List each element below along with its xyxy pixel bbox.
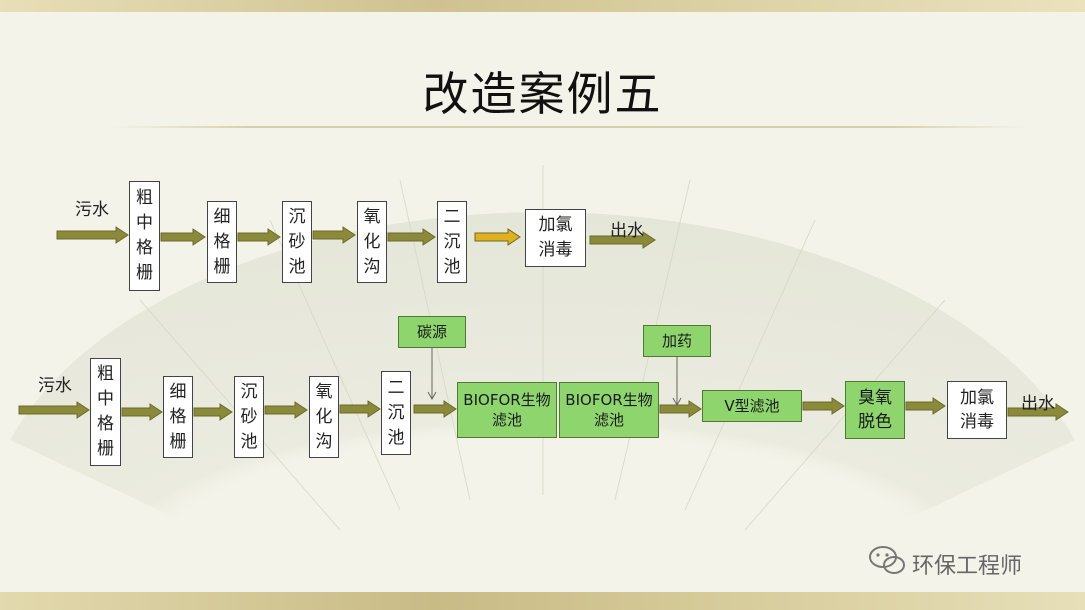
row1-secondary-clarifier: 二沉池 bbox=[437, 201, 467, 283]
arrow-r2-10 bbox=[1007, 403, 1069, 421]
arrow-r1-5 bbox=[387, 228, 436, 246]
row1-output-label: 出水 bbox=[610, 221, 644, 241]
top-border bbox=[0, 0, 1085, 12]
arrow-r1-1 bbox=[56, 226, 129, 244]
arrow-r1-7 bbox=[589, 231, 656, 249]
arrow-r2-8 bbox=[802, 397, 845, 415]
row1-chlorination: 加氯消毒 bbox=[525, 209, 586, 267]
arrow-r2-5 bbox=[339, 400, 381, 418]
row1-grit-chamber: 沉砂池 bbox=[282, 201, 312, 283]
row1-fine-screen: 细格栅 bbox=[207, 201, 237, 283]
row2-grit-chamber: 沉砂池 bbox=[234, 376, 264, 458]
row2-ozone-decolor: 臭氧脱色 bbox=[845, 381, 905, 439]
row1-coarse-screen: 粗中格栅 bbox=[129, 181, 160, 291]
arrow-r2-4 bbox=[264, 401, 308, 419]
page-title: 改造案例五 bbox=[422, 67, 663, 121]
chemical-dosing-label: 加药 bbox=[643, 325, 711, 357]
row2-fine-screen: 细格栅 bbox=[163, 376, 193, 458]
arrow-r1-4 bbox=[312, 226, 356, 244]
arrow-r2-7 bbox=[659, 400, 702, 418]
arrow-r2-6 bbox=[413, 400, 457, 418]
arrow-r2-3 bbox=[193, 403, 233, 421]
row1-input-label: 污水 bbox=[75, 200, 109, 220]
bottom-border bbox=[0, 592, 1085, 610]
arrow-r2-9 bbox=[905, 397, 946, 415]
arrow-r1-2 bbox=[160, 228, 206, 246]
arrow-chemical-dosing bbox=[672, 357, 682, 407]
wechat-icon bbox=[869, 546, 905, 574]
carbon-source-label: 碳源 bbox=[398, 316, 466, 348]
row2-v-filter: V型滤池 bbox=[702, 390, 802, 422]
row2-chlorination: 加氯消毒 bbox=[947, 381, 1007, 439]
row2-input-label: 污水 bbox=[38, 376, 72, 396]
arrow-r1-6 bbox=[474, 228, 521, 246]
arrow-carbon-source bbox=[427, 348, 437, 401]
row2-oxidation-ditch: 氧化沟 bbox=[309, 376, 339, 458]
title-divider bbox=[110, 126, 1030, 128]
row2-secondary-clarifier: 二沉池 bbox=[381, 371, 411, 455]
row2-output-label: 出水 bbox=[1021, 394, 1055, 414]
row2-coarse-screen: 粗中格栅 bbox=[90, 358, 121, 466]
row1-oxidation-ditch: 氧化沟 bbox=[357, 201, 387, 283]
row2-biofor-filter-2: BIOFOR生物滤池 bbox=[559, 382, 659, 438]
arrow-r1-3 bbox=[237, 228, 281, 246]
watermark: 环保工程师 bbox=[912, 554, 1023, 579]
arrow-r2-2 bbox=[121, 403, 163, 421]
arrow-r2-1 bbox=[18, 401, 90, 419]
row2-biofor-filter-1: BIOFOR生物滤池 bbox=[457, 382, 557, 438]
